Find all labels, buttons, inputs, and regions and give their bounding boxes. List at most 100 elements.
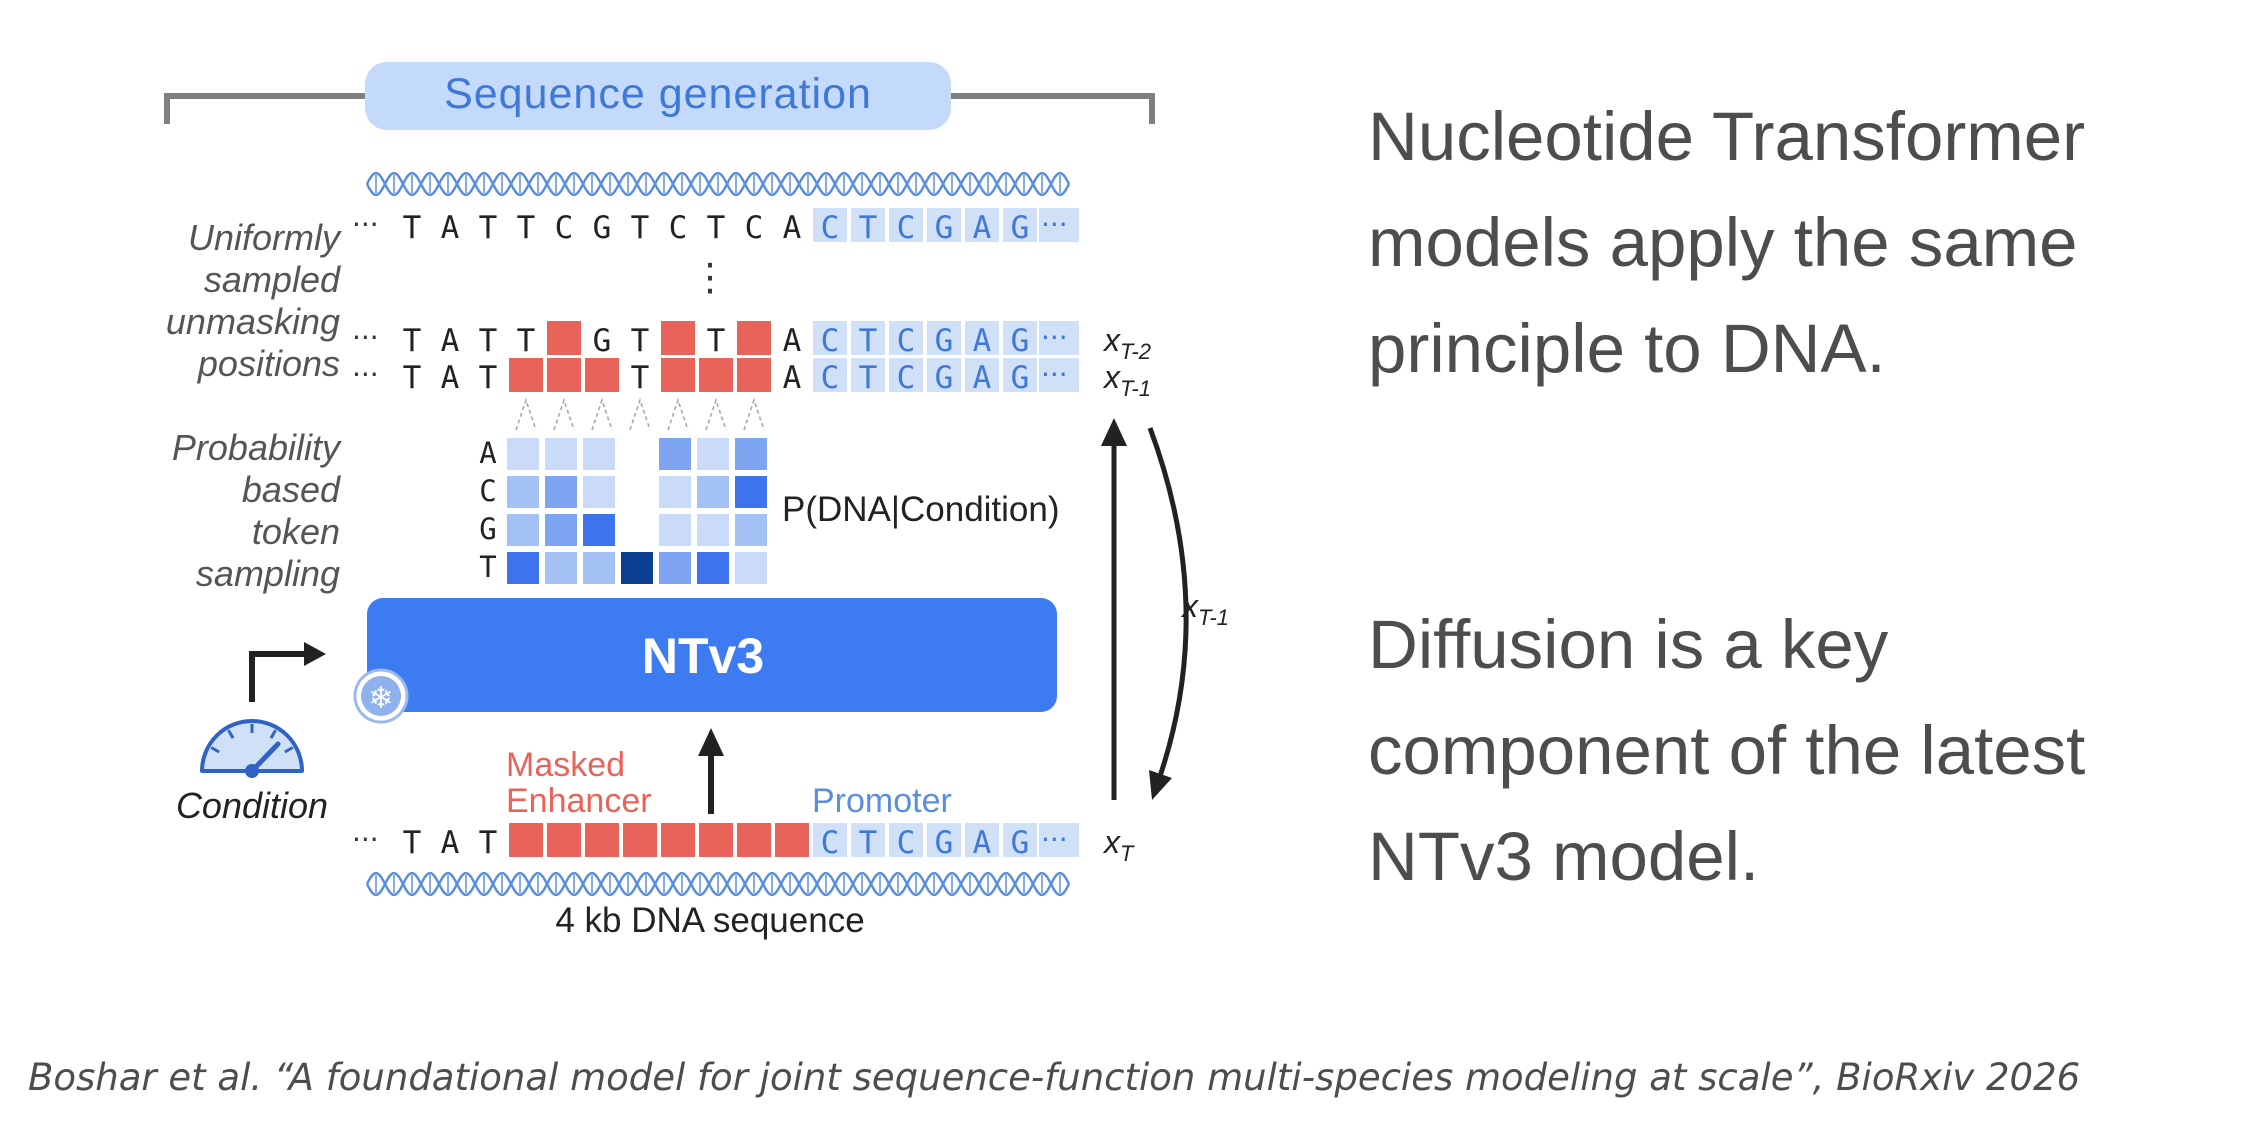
unmasking-label-line: sampled — [204, 259, 341, 300]
promoter-label: Promoter — [812, 782, 952, 820]
nucleotide: T — [859, 323, 878, 359]
promoter-cell — [1003, 358, 1037, 392]
sampling-label-line: token — [252, 511, 340, 552]
gauge-tick — [284, 746, 294, 754]
sampling-label-line: sampling — [196, 553, 340, 594]
ellipsis-right: ··· — [1041, 321, 1068, 354]
nucleotide: C — [745, 210, 764, 246]
nucleotide: T — [479, 360, 498, 396]
nucleotide: C — [897, 210, 916, 246]
sampling-caret — [705, 397, 727, 431]
nucleotide: C — [897, 360, 916, 396]
nucleotide: T — [517, 210, 536, 246]
sampling-caret — [591, 397, 613, 431]
base-letter: T — [479, 550, 496, 584]
nucleotide: A — [783, 210, 802, 246]
promoter-cell — [1039, 321, 1079, 355]
step-label-sub: T-2 — [1120, 339, 1151, 364]
sampling-label-line: Probability — [172, 427, 342, 468]
step-label: xT — [1102, 824, 1135, 866]
condition-label: Condition — [176, 785, 328, 826]
probability-cell — [507, 514, 539, 546]
step-label: xT-2 — [1102, 322, 1151, 364]
step-label-main: x — [1102, 824, 1121, 860]
base-letter: A — [479, 436, 496, 470]
ellipsis-left: ··· — [352, 208, 379, 241]
masked-token — [585, 358, 619, 392]
nucleotide: G — [1011, 360, 1030, 396]
promoter-cell — [813, 321, 847, 355]
promoter-cell — [889, 321, 923, 355]
probability-cell — [697, 438, 729, 470]
promoter-cell — [1039, 208, 1079, 242]
probability-cell — [659, 514, 691, 546]
nucleotide: A — [441, 210, 460, 246]
unmasking-label-line: Uniformly — [188, 217, 342, 258]
masked-enhancer-label: Masked Enhancer — [506, 746, 652, 820]
promoter-cell — [889, 208, 923, 242]
nucleotide: T — [479, 210, 498, 246]
nucleotide: A — [441, 323, 460, 359]
nucleotide: A — [441, 825, 460, 861]
probability-cell — [507, 552, 539, 584]
ellipsis-right: ··· — [1041, 208, 1068, 241]
nucleotide: A — [973, 360, 992, 396]
promoter-cell — [927, 321, 961, 355]
masked-token — [547, 823, 581, 857]
loop-label: xT-1 — [1180, 588, 1229, 630]
promoter-cell — [851, 208, 885, 242]
sampling-caret — [515, 397, 537, 431]
nucleotide: T — [631, 323, 650, 359]
probability-cell — [583, 552, 615, 584]
nucleotide: T — [479, 825, 498, 861]
nucleotide: C — [897, 323, 916, 359]
masked-token — [699, 823, 733, 857]
probability-cell — [735, 514, 767, 546]
helix-strand — [365, 871, 1071, 897]
nucleotide: C — [821, 825, 840, 861]
masked-token — [509, 823, 543, 857]
nucleotide: T — [517, 323, 536, 359]
promoter-cell — [927, 358, 961, 392]
nucleotide: T — [403, 210, 422, 246]
helix-strand — [365, 871, 1071, 897]
nucleotide: C — [555, 210, 574, 246]
nucleotide: T — [403, 323, 422, 359]
nucleotide: T — [631, 210, 650, 246]
vertical-dots: ⋮ — [691, 255, 729, 299]
nucleotide: C — [669, 210, 688, 246]
promoter-cell — [965, 208, 999, 242]
sampling-label-line: based — [242, 469, 341, 510]
probability-cell — [659, 476, 691, 508]
masked-token — [661, 358, 695, 392]
unmasking-label-line: positions — [197, 343, 340, 384]
diagram-title: Sequence generation — [444, 70, 872, 118]
probability-cell — [545, 476, 577, 508]
probability-cell — [659, 552, 691, 584]
sequence-caption: 4 kb DNA sequence — [555, 901, 864, 940]
masked-token — [737, 823, 771, 857]
nucleotide: G — [1011, 323, 1030, 359]
masked-label-line: Masked — [506, 746, 625, 784]
probability-cell — [583, 438, 615, 470]
input-arrow-icon — [698, 728, 724, 814]
nucleotide: C — [897, 825, 916, 861]
masked-token — [585, 823, 619, 857]
probability-cell — [697, 552, 729, 584]
base-letter: C — [479, 474, 496, 508]
masked-label-line: Enhancer — [506, 782, 652, 820]
probability-label: P(DNA|Condition) — [782, 490, 1060, 529]
promoter-cell — [1003, 208, 1037, 242]
ellipsis-right: ··· — [1041, 823, 1068, 856]
sampling-caret — [553, 397, 575, 431]
probability-cell — [697, 514, 729, 546]
gauge-tick — [227, 729, 235, 739]
unmasking-label-line: unmasking — [166, 301, 340, 342]
nucleotide: A — [973, 825, 992, 861]
promoter-cell — [889, 358, 923, 392]
masked-token — [661, 823, 695, 857]
promoter-cell — [889, 823, 923, 857]
